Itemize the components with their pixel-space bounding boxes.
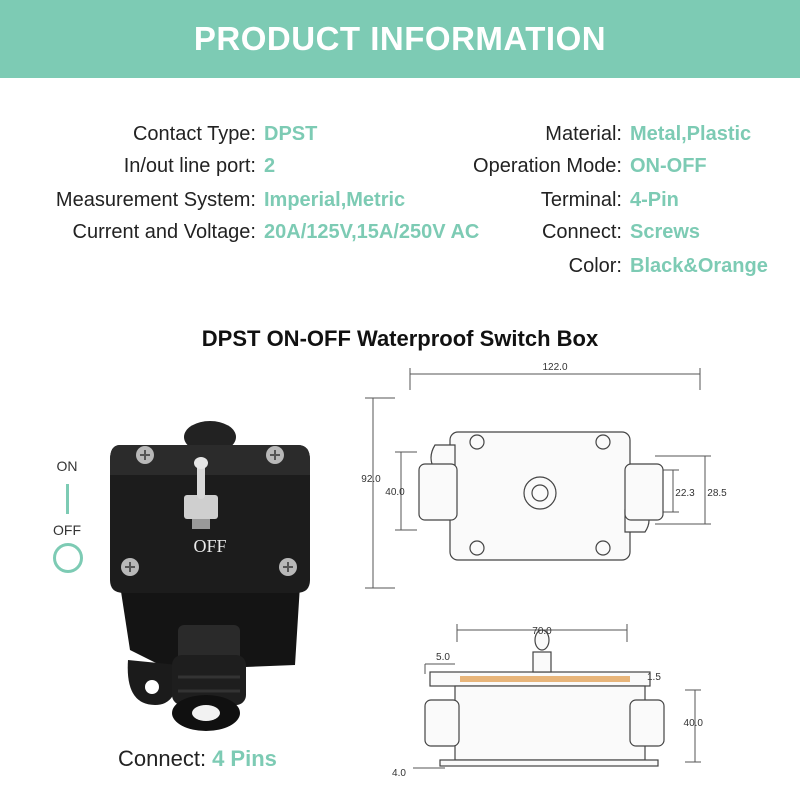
spec-value: Imperial,Metric	[264, 189, 406, 211]
dim-gland-inner: 22.3	[675, 488, 695, 499]
spec-label: In/out line port:	[123, 155, 256, 177]
section-title: DPST ON-OFF Waterproof Switch Box	[201, 326, 599, 351]
spec-row-color: Color: Black&Orange	[400, 250, 800, 282]
spec-value: 2	[264, 155, 276, 177]
spec-row-line-port: In/out line port: 2	[0, 150, 494, 182]
spec-row-current-voltage: Current and Voltage: 20A/125V,15A/250V A…	[0, 216, 484, 282]
front-gland-icon	[172, 625, 246, 731]
spec-value: DPST	[264, 123, 318, 145]
spec-row-material: Material: Metal,Plastic	[400, 118, 800, 150]
dim-height-inner: 40.0	[385, 487, 405, 498]
spec-label: Contact Type:	[132, 123, 256, 145]
switch-indicator: ON OFF	[40, 458, 100, 588]
dim-lid: 1.5	[647, 672, 661, 683]
spec-row-measurement-system: Measurement System: Imperial,Metric	[0, 184, 494, 216]
lid-text: OFF	[193, 536, 226, 556]
spec-label: Terminal:	[540, 189, 622, 211]
page-title: PRODUCT INFORMATION	[193, 20, 607, 57]
dim-width: 122.0	[542, 362, 567, 373]
dim-base: 4.0	[392, 768, 406, 779]
spec-row-contact-type: Contact Type: DPST	[0, 118, 494, 150]
connect-label: Connect:	[118, 746, 207, 771]
spec-row-connect: Connect: Screws	[400, 216, 800, 248]
on-label: ON	[56, 458, 78, 474]
dim-side-height: 40.0	[684, 718, 704, 729]
toggle-switch-icon	[184, 457, 218, 529]
spec-value: 20A/125V,15A/250V AC	[264, 221, 480, 243]
spec-row-operation-mode: Operation Mode: ON-OFF	[400, 150, 800, 182]
spec-value: Black&Orange	[630, 255, 768, 277]
dim-hole-spacing: 70.0	[532, 626, 552, 637]
spec-label: Material:	[545, 123, 622, 145]
spec-label: Current and Voltage:	[72, 221, 256, 243]
top-view-drawing: 122.0 92.0 40.0 22.3 28.5	[361, 362, 727, 589]
connect-value: 4 Pins	[212, 746, 277, 771]
connect-caption: Connect:4 Pins	[118, 746, 277, 772]
spec-label: Operation Mode:	[473, 155, 622, 177]
dim-edge: 5.0	[436, 652, 450, 663]
spec-value: 4-Pin	[630, 189, 679, 211]
mount-hole-icon	[145, 680, 159, 694]
spec-label: Measurement System:	[55, 189, 256, 211]
spec-table: Contact Type: DPST In/out line port: 2 M…	[0, 116, 800, 296]
product-image: OFF	[110, 421, 310, 731]
dim-height-outer: 92.0	[361, 474, 381, 485]
off-label: OFF	[53, 522, 81, 538]
spec-label: Color:	[568, 255, 622, 277]
header-banner: PRODUCT INFORMATION	[0, 0, 800, 78]
screw-icon	[121, 446, 297, 576]
dim-gland-outer: 28.5	[707, 488, 727, 499]
spec-value: Screws	[630, 221, 701, 243]
spec-row-terminal: Terminal: 4-Pin	[400, 184, 800, 216]
spec-label: Connect:	[541, 221, 622, 243]
spec-value: Metal,Plastic	[630, 123, 752, 145]
off-circle-icon	[53, 543, 83, 573]
on-line-icon	[66, 484, 69, 514]
spec-value: ON-OFF	[630, 155, 707, 177]
side-view-drawing: 70.0 5.0 1.5 40.0 4.0	[392, 624, 704, 779]
